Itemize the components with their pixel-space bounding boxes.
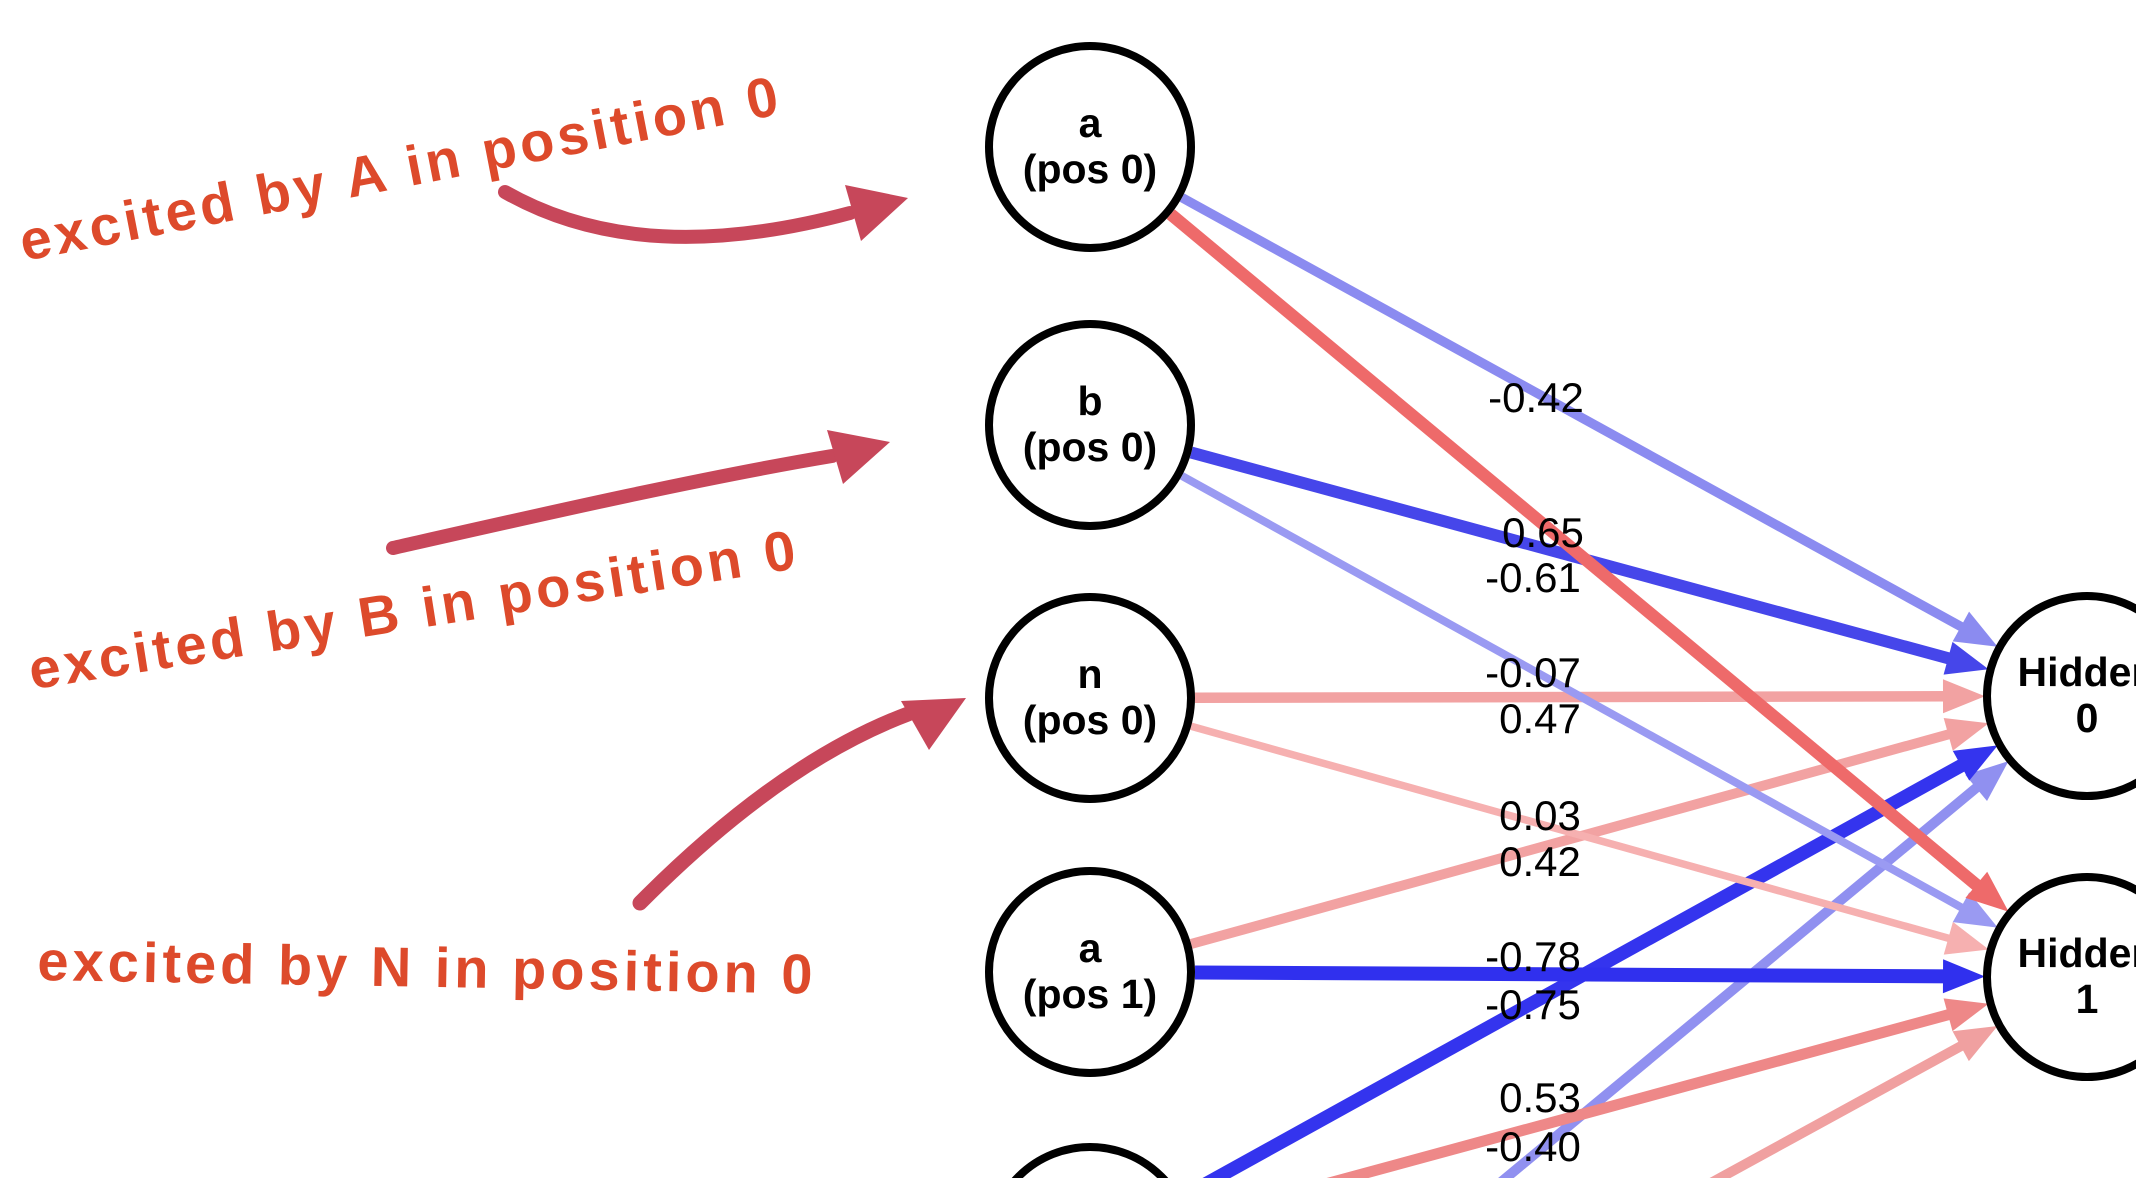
edge-arrowhead-icon-n-pos-0-to-hidden-0 — [1942, 679, 1986, 714]
node-hidden-1 — [1983, 873, 2136, 1081]
node-sublabel-a-pos-1: (pos 1) — [1023, 971, 1157, 1017]
node-label-a-pos-1: a — [1079, 925, 1103, 971]
arrow-a-stroke — [498, 185, 857, 244]
node-a-pos-1 — [985, 867, 1195, 1077]
weight-label: -0.40 — [1485, 1123, 1581, 1170]
edge-b-pos-1-to-hidden-1 — [1326, 1007, 1958, 1178]
node-label-b-pos-0: b — [1077, 378, 1102, 424]
weight-label: -0.42 — [1488, 374, 1584, 421]
weight-label: -0.61 — [1485, 554, 1581, 601]
node-hidden-0 — [1983, 592, 2136, 800]
edge-n-pos-1-to-hidden-1 — [1709, 1037, 1971, 1178]
weight-label: -0.07 — [1485, 649, 1581, 696]
node-sublabel-hidden-1: 1 — [2076, 976, 2099, 1022]
node-n-pos-0 — [985, 593, 1195, 803]
annotation-excited-by-n: excited by N in position 0 — [36, 928, 818, 1006]
node-sublabel-hidden-0: 0 — [2076, 695, 2099, 741]
weight-label: 0.65 — [1502, 509, 1584, 556]
edge-arrowhead-icon-n-pos-0-to-hidden-1 — [1943, 921, 1989, 955]
node-label-n-pos-0: n — [1077, 651, 1102, 697]
node-label-hidden-1: Hidden — [2018, 930, 2136, 976]
weight-label: -0.78 — [1485, 933, 1581, 980]
edge-arrowhead-icon-b-pos-1-to-hidden-1 — [1943, 998, 1989, 1032]
node-sublabel-a-pos-0: (pos 0) — [1023, 146, 1157, 192]
edge-b-pos-0-to-hidden-1 — [1179, 472, 1970, 915]
arrow-a-head-icon — [845, 185, 908, 241]
edge-arrowhead-icon-b-pos-0-to-hidden-0 — [1943, 641, 1989, 675]
node-b-pos-1 — [1011, 1143, 1169, 1178]
edge-a-pos-0-to-hidden-1 — [1166, 209, 1987, 895]
node-a-pos-0 — [985, 42, 1195, 252]
arrow-b-stroke — [386, 449, 839, 555]
weight-label: 0.53 — [1499, 1074, 1581, 1121]
edge-arrowhead-icon-n-pos-1-to-hidden-0 — [1965, 761, 2009, 802]
edge-n-pos-0-to-hidden-0 — [1194, 691, 1952, 704]
edge-arrowhead-icon-a-pos-1-to-hidden-1 — [1942, 959, 1986, 994]
node-sublabel-n-pos-0: (pos 0) — [1023, 697, 1157, 743]
arrow-n-head-icon — [901, 698, 966, 750]
edge-arrowhead-icon-a-pos-0-to-hidden-0 — [1952, 611, 1998, 647]
arrow-b-head-icon — [827, 430, 890, 484]
weight-label: 0.03 — [1499, 792, 1581, 839]
arrow-n-stroke — [632, 706, 916, 911]
edge-n-pos-0-to-hidden-1 — [1190, 722, 1958, 944]
edge-a-pos-0-to-hidden-0 — [1179, 193, 1971, 635]
edge-arrowhead-icon-b-pos-1-to-hidden-0 — [1952, 745, 1998, 781]
edge-arrowhead-icon-a-pos-0-to-hidden-1 — [1965, 871, 2009, 912]
edge-arrowhead-icon-n-pos-1-to-hidden-1 — [1952, 1025, 1998, 1062]
node-b-pos-0 — [985, 320, 1195, 530]
edge-a-pos-1-to-hidden-1 — [1194, 965, 1952, 984]
weight-label: 0.42 — [1499, 838, 1581, 885]
node-label-hidden-0: Hidden — [2018, 649, 2136, 695]
edge-arrowhead-icon-a-pos-1-to-hidden-0 — [1943, 718, 1989, 751]
weight-label: -0.75 — [1485, 981, 1581, 1028]
node-label-a-pos-0: a — [1079, 100, 1103, 146]
weight-label: 0.47 — [1499, 695, 1581, 742]
edge-arrowhead-icon-b-pos-0-to-hidden-1 — [1952, 892, 1998, 928]
node-sublabel-b-pos-0: (pos 0) — [1023, 424, 1157, 470]
